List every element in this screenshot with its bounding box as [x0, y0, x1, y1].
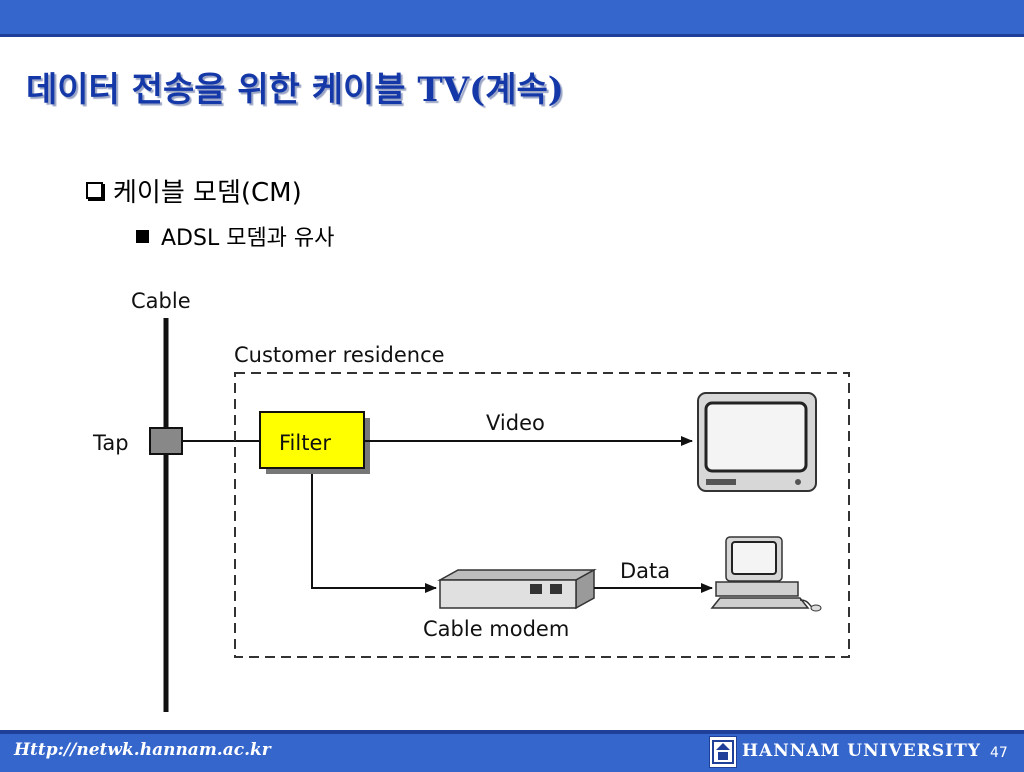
filter-to-modem-arrow	[311, 474, 437, 593]
square-bullet-icon	[136, 229, 149, 243]
slide-title: 데이터 전송을 위한 케이블 TV(계속)	[26, 70, 564, 110]
cable-modem-label: Cable modem	[423, 617, 569, 641]
bullet-text-adsl: ADSL 모뎀과 유사	[161, 226, 335, 251]
tap-box	[149, 427, 183, 455]
tv-icon	[697, 392, 817, 492]
checkbox-bullet-icon	[86, 182, 103, 199]
data-label: Data	[620, 559, 670, 583]
bullet-level-2: ADSL 모뎀과 유사	[136, 220, 334, 252]
cable-label: Cable	[131, 289, 191, 313]
tap-label: Tap	[92, 431, 129, 455]
cable-modem-device	[437, 568, 597, 610]
footer-university-name: HANNAM UNIVERSITY	[742, 741, 981, 761]
customer-residence-box	[234, 372, 850, 658]
bullet-level-1: 케이블 모뎀(CM)	[86, 172, 302, 209]
footer-bar	[0, 730, 1024, 772]
computer-icon	[710, 536, 822, 612]
bullet-text-cable-modem: 케이블 모뎀(CM)	[113, 178, 302, 208]
footer-url[interactable]: Http://netwk.hannam.ac.kr	[14, 740, 271, 760]
filter-box	[259, 411, 365, 469]
page-number: 47	[990, 745, 1008, 761]
filter-label: Filter	[279, 431, 331, 455]
customer-residence-label: Customer residence	[234, 343, 445, 367]
university-logo-icon	[709, 736, 737, 768]
header-bar	[0, 0, 1024, 37]
video-label: Video	[486, 411, 545, 435]
